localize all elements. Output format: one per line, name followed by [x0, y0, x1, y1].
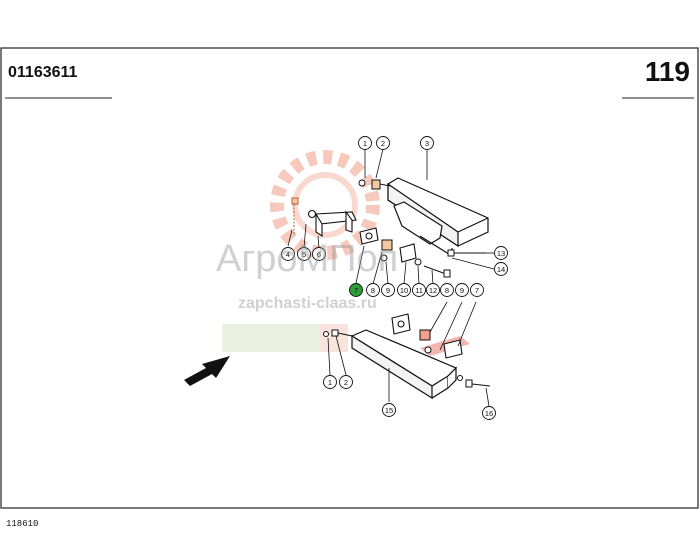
leader-lines [287, 148, 495, 407]
drawing-code: 118610 [6, 519, 39, 529]
guard-part-15 [350, 329, 458, 400]
callout-7-lower: 7 [470, 283, 484, 297]
part-number: 01163611 [8, 64, 78, 81]
clamp-part-7-upper [359, 227, 379, 245]
bolt-part-2-upper [358, 179, 391, 190]
clip-part-10 [399, 243, 417, 263]
svg-text:1: 1 [363, 139, 367, 148]
svg-text:7: 7 [475, 286, 479, 295]
svg-text:15: 15 [385, 406, 393, 415]
callout-1-upper: 1 [358, 136, 372, 150]
watermark-band-tail [320, 324, 348, 352]
svg-text:16: 16 [485, 409, 493, 418]
callout-13: 13 [494, 246, 508, 260]
callout-15: 15 [382, 403, 396, 417]
callout-5: 5 [297, 247, 311, 261]
svg-text:11: 11 [415, 286, 423, 295]
svg-text:3: 3 [425, 139, 429, 148]
direction-arrow-icon [184, 356, 230, 386]
callout-11: 11 [412, 283, 426, 297]
washer-part-9-lower [424, 346, 432, 354]
page-number: 119 [644, 56, 690, 87]
callout-1-lower: 1 [323, 375, 337, 389]
watermark-url: zapchasti-claas.ru [238, 295, 377, 312]
watermark-brand: АгроМПоп [216, 238, 398, 281]
callout-9-lower: 9 [455, 283, 469, 297]
nut-part-8-lower [419, 329, 431, 341]
svg-text:9: 9 [460, 286, 464, 295]
watermark-band [222, 324, 320, 352]
callout-3: 3 [420, 136, 434, 150]
callout-8-upper: 8 [366, 283, 380, 297]
washer-part-9-upper [380, 254, 388, 262]
svg-text:12: 12 [429, 286, 437, 295]
hinge-bracket-part-6 [307, 209, 357, 238]
callout-8-lower: 8 [440, 283, 454, 297]
screw-part-13 [447, 249, 486, 257]
svg-text:14: 14 [497, 265, 505, 274]
watermark-gear-icon [270, 150, 380, 260]
screw-part-4 [291, 197, 299, 236]
bolt-part-16 [457, 375, 491, 388]
svg-text:13: 13 [497, 249, 505, 258]
clamp-part-7-lower [443, 339, 463, 359]
watermark-brand-head: АгроМП [216, 238, 357, 280]
callout-2-upper: 2 [376, 136, 390, 150]
bolt-part-12 [423, 265, 451, 278]
svg-text:6: 6 [317, 250, 321, 259]
watermark-brand-tail: оп [356, 238, 399, 280]
svg-text:9: 9 [386, 286, 390, 295]
callout-2-lower: 2 [339, 375, 353, 389]
svg-text:10: 10 [400, 286, 408, 295]
svg-text:8: 8 [445, 286, 449, 295]
callout-16: 16 [482, 406, 496, 420]
callouts: 1 2 3 4 5 6 7 8 9 10 11 12 13 14 8 9 7 1… [281, 136, 508, 420]
svg-text:7: 7 [354, 286, 358, 295]
svg-text:2: 2 [344, 378, 348, 387]
callout-12: 12 [426, 283, 440, 297]
callout-6: 6 [312, 247, 326, 261]
svg-text:1: 1 [328, 378, 332, 387]
callout-7-highlighted: 7 [349, 283, 363, 297]
svg-text:2: 2 [381, 139, 385, 148]
callout-10: 10 [397, 283, 411, 297]
svg-text:8: 8 [371, 286, 375, 295]
clamp-part-10-lower [391, 313, 411, 335]
washer-part-11 [414, 258, 422, 266]
svg-text:5: 5 [302, 250, 306, 259]
housing-part-3 [387, 177, 489, 257]
callout-4: 4 [281, 247, 295, 261]
svg-text:4: 4 [286, 250, 290, 259]
bolt-part-2-lower [323, 329, 353, 337]
nut-part-8-upper [381, 239, 393, 251]
callout-14: 14 [494, 262, 508, 276]
callout-9-upper: 9 [381, 283, 395, 297]
